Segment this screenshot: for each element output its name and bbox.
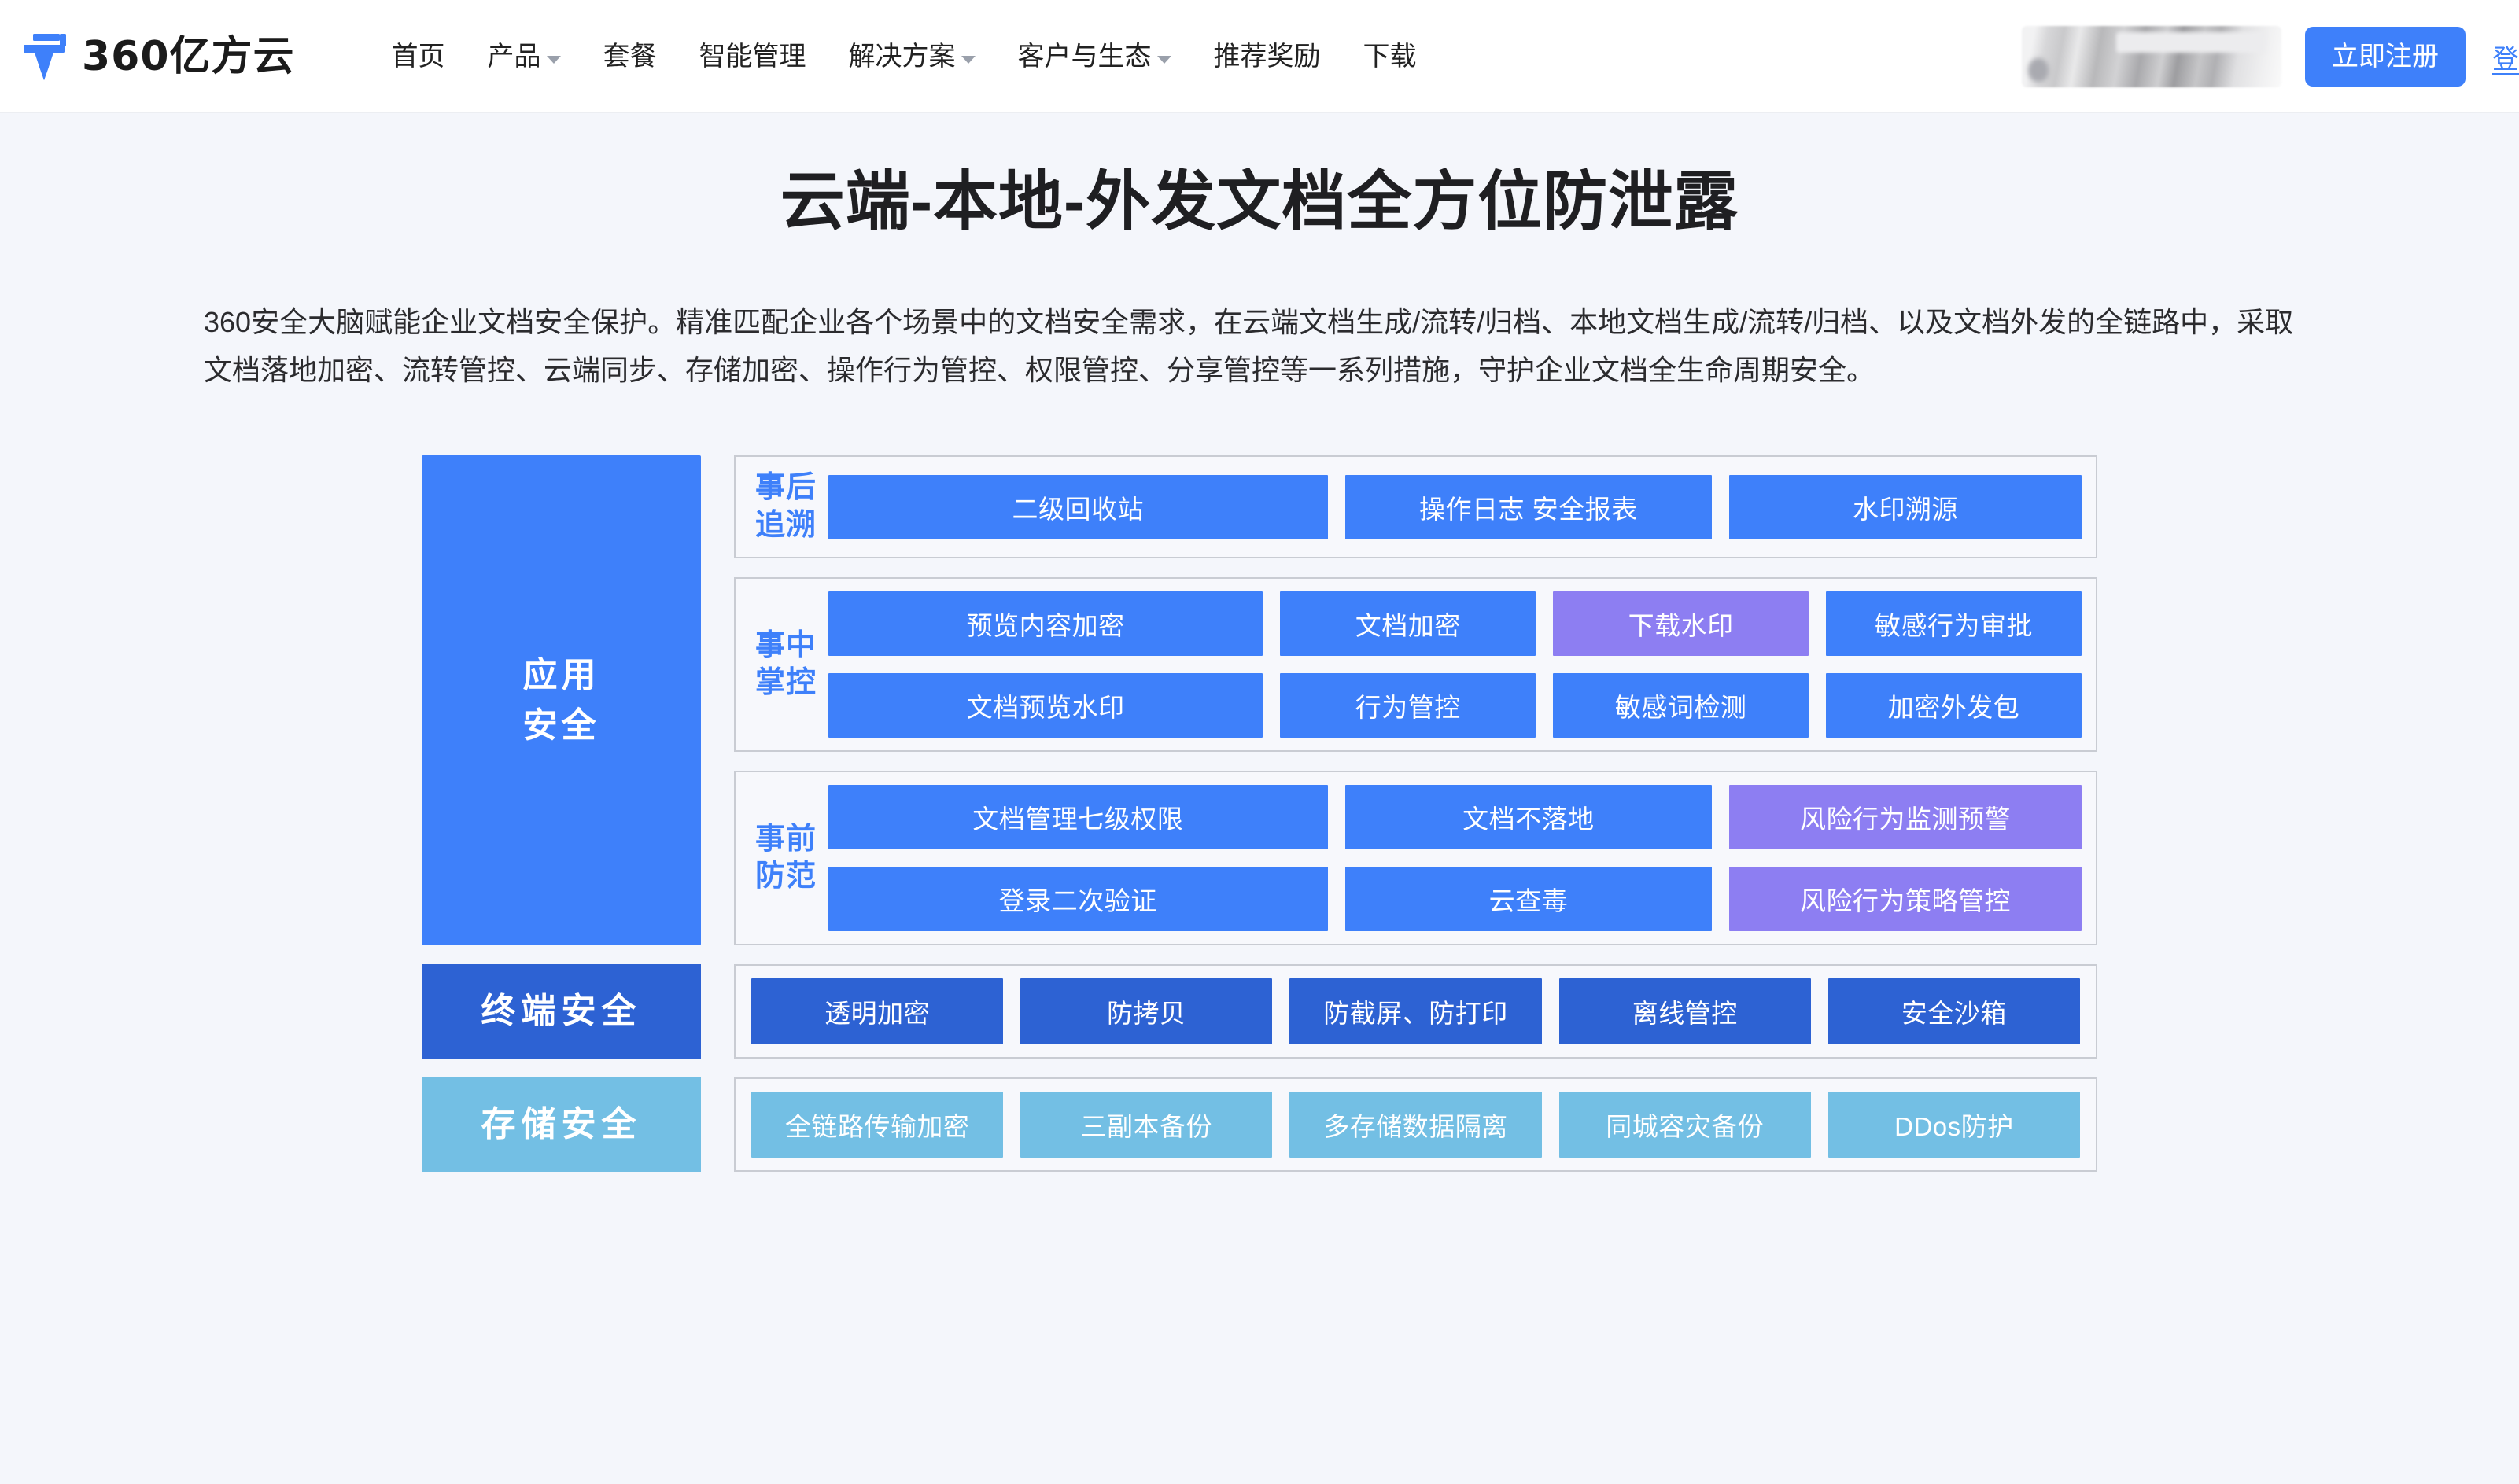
- brand-wordmark: 360亿方云: [82, 32, 295, 80]
- group-pre-incident-prevention: 事前 防范 文档管理七级权限 文档不落地 风险行为监测预警 登录二次验证 云查毒…: [734, 771, 2097, 946]
- group-title-line-1: 事后: [754, 471, 817, 505]
- group-row: 文档预览水印 行为管控 敏感词检测 加密外发包: [828, 673, 2082, 738]
- nav-item-customers-ecosystem[interactable]: 客户与生态: [997, 0, 1193, 113]
- chevron-down-icon: [1156, 55, 1171, 64]
- group-title-line-1: 事前: [754, 822, 817, 856]
- group-rows: 透明加密 防拷贝 防截屏、防打印 离线管控 安全沙箱: [751, 978, 2081, 1045]
- feature-tile[interactable]: 敏感词检测: [1553, 673, 1809, 738]
- application-security-groups: 事后 追溯 二级回收站 操作日志 安全报表 水印溯源 事中 掌控: [734, 455, 2097, 946]
- feature-tile[interactable]: 操作日志 安全报表: [1344, 474, 1713, 539]
- group-row: 文档管理七级权限 文档不落地 风险行为监测预警: [828, 785, 2082, 850]
- redacted-account-chip[interactable]: [2022, 26, 2281, 87]
- feature-tile[interactable]: 同城容灾备份: [1558, 1092, 1811, 1158]
- group-title-line-2: 追溯: [754, 508, 817, 542]
- nav-label: 首页: [391, 41, 445, 72]
- yifangyun-logo-icon: [20, 31, 69, 82]
- register-button[interactable]: 立即注册: [2305, 27, 2466, 87]
- hero-description: 360安全大脑赋能企业文档安全保护。精准匹配企业各个场景中的文档安全需求，在云端…: [204, 306, 2294, 386]
- feature-tile[interactable]: 文档预览水印: [828, 673, 1263, 738]
- group-title: 事前 防范: [742, 821, 828, 896]
- group-row: 二级回收站 操作日志 安全报表 水印溯源: [828, 474, 2082, 539]
- login-link[interactable]: 登录: [2492, 44, 2519, 75]
- label-line-2: 安全: [522, 705, 600, 745]
- terminal-security-card: 透明加密 防拷贝 防截屏、防打印 离线管控 安全沙箱: [734, 964, 2097, 1059]
- feature-tile[interactable]: 预览内容加密: [828, 591, 1263, 657]
- brand-logo[interactable]: 360亿方云: [20, 31, 295, 82]
- feature-tile[interactable]: DDos防护: [1827, 1092, 2081, 1158]
- feature-tile[interactable]: 风险行为监测预警: [1729, 785, 2082, 850]
- group-post-incident-tracing: 事后 追溯 二级回收站 操作日志 安全报表 水印溯源: [734, 455, 2097, 559]
- terminal-security-label: 终端安全: [422, 964, 701, 1059]
- feature-tile[interactable]: 行为管控: [1280, 673, 1536, 738]
- feature-tile[interactable]: 下载水印: [1553, 591, 1809, 657]
- group-row: 登录二次验证 云查毒 风险行为策略管控: [828, 867, 2082, 932]
- storage-security-block: 存储安全 全链路传输加密 三副本备份 多存储数据隔离 同城容灾备份 DDos防护: [422, 1077, 2097, 1173]
- terminal-security-block: 终端安全 透明加密 防拷贝 防截屏、防打印 离线管控 安全沙箱: [422, 964, 2097, 1059]
- nav-label: 客户与生态: [1017, 41, 1152, 72]
- group-row: 透明加密 防拷贝 防截屏、防打印 离线管控 安全沙箱: [751, 978, 2081, 1045]
- header-actions: 立即注册 登录: [2022, 0, 2519, 113]
- page-title: 云端-本地-外发文档全方位防泄露: [780, 166, 1739, 238]
- feature-tile[interactable]: 水印溯源: [1729, 474, 2082, 539]
- nav-item-packages[interactable]: 套餐: [582, 0, 678, 113]
- storage-security-card: 全链路传输加密 三副本备份 多存储数据隔离 同城容灾备份 DDos防护: [734, 1077, 2097, 1173]
- feature-tile[interactable]: 防拷贝: [1020, 978, 1273, 1045]
- group-rows: 二级回收站 操作日志 安全报表 水印溯源: [828, 474, 2082, 539]
- feature-tile[interactable]: 云查毒: [1344, 867, 1713, 932]
- nav-label: 智能管理: [699, 41, 806, 72]
- nav-item-solutions[interactable]: 解决方案: [828, 0, 997, 113]
- group-title-line-2: 防范: [754, 860, 817, 893]
- nav-item-home[interactable]: 首页: [371, 0, 467, 113]
- group-title-line-1: 事中: [754, 628, 817, 662]
- feature-tile[interactable]: 二级回收站: [828, 474, 1328, 539]
- security-architecture-diagram: 应用 安全 事后 追溯 二级回收站 操作日志 安全报表 水印溯源: [422, 455, 2097, 1173]
- feature-tile[interactable]: 透明加密: [751, 978, 1004, 1045]
- feature-tile[interactable]: 防截屏、防打印: [1289, 978, 1542, 1045]
- group-row: 全链路传输加密 三副本备份 多存储数据隔离 同城容灾备份 DDos防护: [751, 1092, 2081, 1158]
- storage-security-label: 存储安全: [422, 1077, 701, 1173]
- feature-tile[interactable]: 登录二次验证: [828, 867, 1328, 932]
- hero-section: 云端-本地-外发文档全方位防泄露 360安全大脑赋能企业文档安全保护。精准匹配企…: [0, 113, 2519, 394]
- nav-item-smart-management[interactable]: 智能管理: [678, 0, 828, 113]
- main-nav: 首页 产品 套餐 智能管理 解决方案 客户与生态 推荐奖励 下载: [371, 0, 1438, 113]
- group-in-progress-control: 事中 掌控 预览内容加密 文档加密 下载水印 敏感行为审批 文档预览水印 行为管…: [734, 577, 2097, 753]
- group-title: 事后 追溯: [742, 470, 828, 544]
- nav-item-referral-rewards[interactable]: 推荐奖励: [1193, 0, 1342, 113]
- group-rows: 预览内容加密 文档加密 下载水印 敏感行为审批 文档预览水印 行为管控 敏感词检…: [828, 591, 2082, 738]
- feature-tile[interactable]: 多存储数据隔离: [1289, 1092, 1542, 1158]
- chevron-down-icon: [546, 55, 561, 64]
- application-security-label: 应用 安全: [422, 455, 701, 946]
- group-title: 事中 掌控: [742, 628, 828, 702]
- nav-item-products[interactable]: 产品: [467, 0, 582, 113]
- application-security-block: 应用 安全 事后 追溯 二级回收站 操作日志 安全报表 水印溯源: [422, 455, 2097, 946]
- nav-label: 推荐奖励: [1213, 41, 1321, 72]
- group-row: 预览内容加密 文档加密 下载水印 敏感行为审批: [828, 591, 2082, 657]
- feature-tile[interactable]: 风险行为策略管控: [1729, 867, 2082, 932]
- feature-tile[interactable]: 安全沙箱: [1827, 978, 2081, 1045]
- feature-tile[interactable]: 敏感行为审批: [1826, 591, 2082, 657]
- feature-tile[interactable]: 文档管理七级权限: [828, 785, 1328, 850]
- nav-item-download[interactable]: 下载: [1342, 0, 1438, 113]
- feature-tile[interactable]: 全链路传输加密: [751, 1092, 1004, 1158]
- group-title-line-2: 掌控: [754, 666, 817, 700]
- chevron-down-icon: [961, 55, 976, 64]
- group-rows: 文档管理七级权限 文档不落地 风险行为监测预警 登录二次验证 云查毒 风险行为策…: [828, 785, 2082, 932]
- group-rows: 全链路传输加密 三副本备份 多存储数据隔离 同城容灾备份 DDos防护: [751, 1092, 2081, 1158]
- feature-tile[interactable]: 加密外发包: [1826, 673, 2082, 738]
- nav-label: 套餐: [603, 41, 657, 72]
- nav-label: 解决方案: [848, 41, 956, 72]
- nav-label: 下载: [1363, 41, 1417, 72]
- nav-label: 产品: [487, 41, 541, 72]
- feature-tile[interactable]: 三副本备份: [1020, 1092, 1273, 1158]
- label-line-1: 应用: [522, 656, 600, 695]
- feature-tile[interactable]: 文档不落地: [1344, 785, 1713, 850]
- site-header: 360亿方云 首页 产品 套餐 智能管理 解决方案 客户与生态 推荐奖励 下载: [0, 0, 2519, 113]
- feature-tile[interactable]: 离线管控: [1558, 978, 1811, 1045]
- feature-tile[interactable]: 文档加密: [1280, 591, 1536, 657]
